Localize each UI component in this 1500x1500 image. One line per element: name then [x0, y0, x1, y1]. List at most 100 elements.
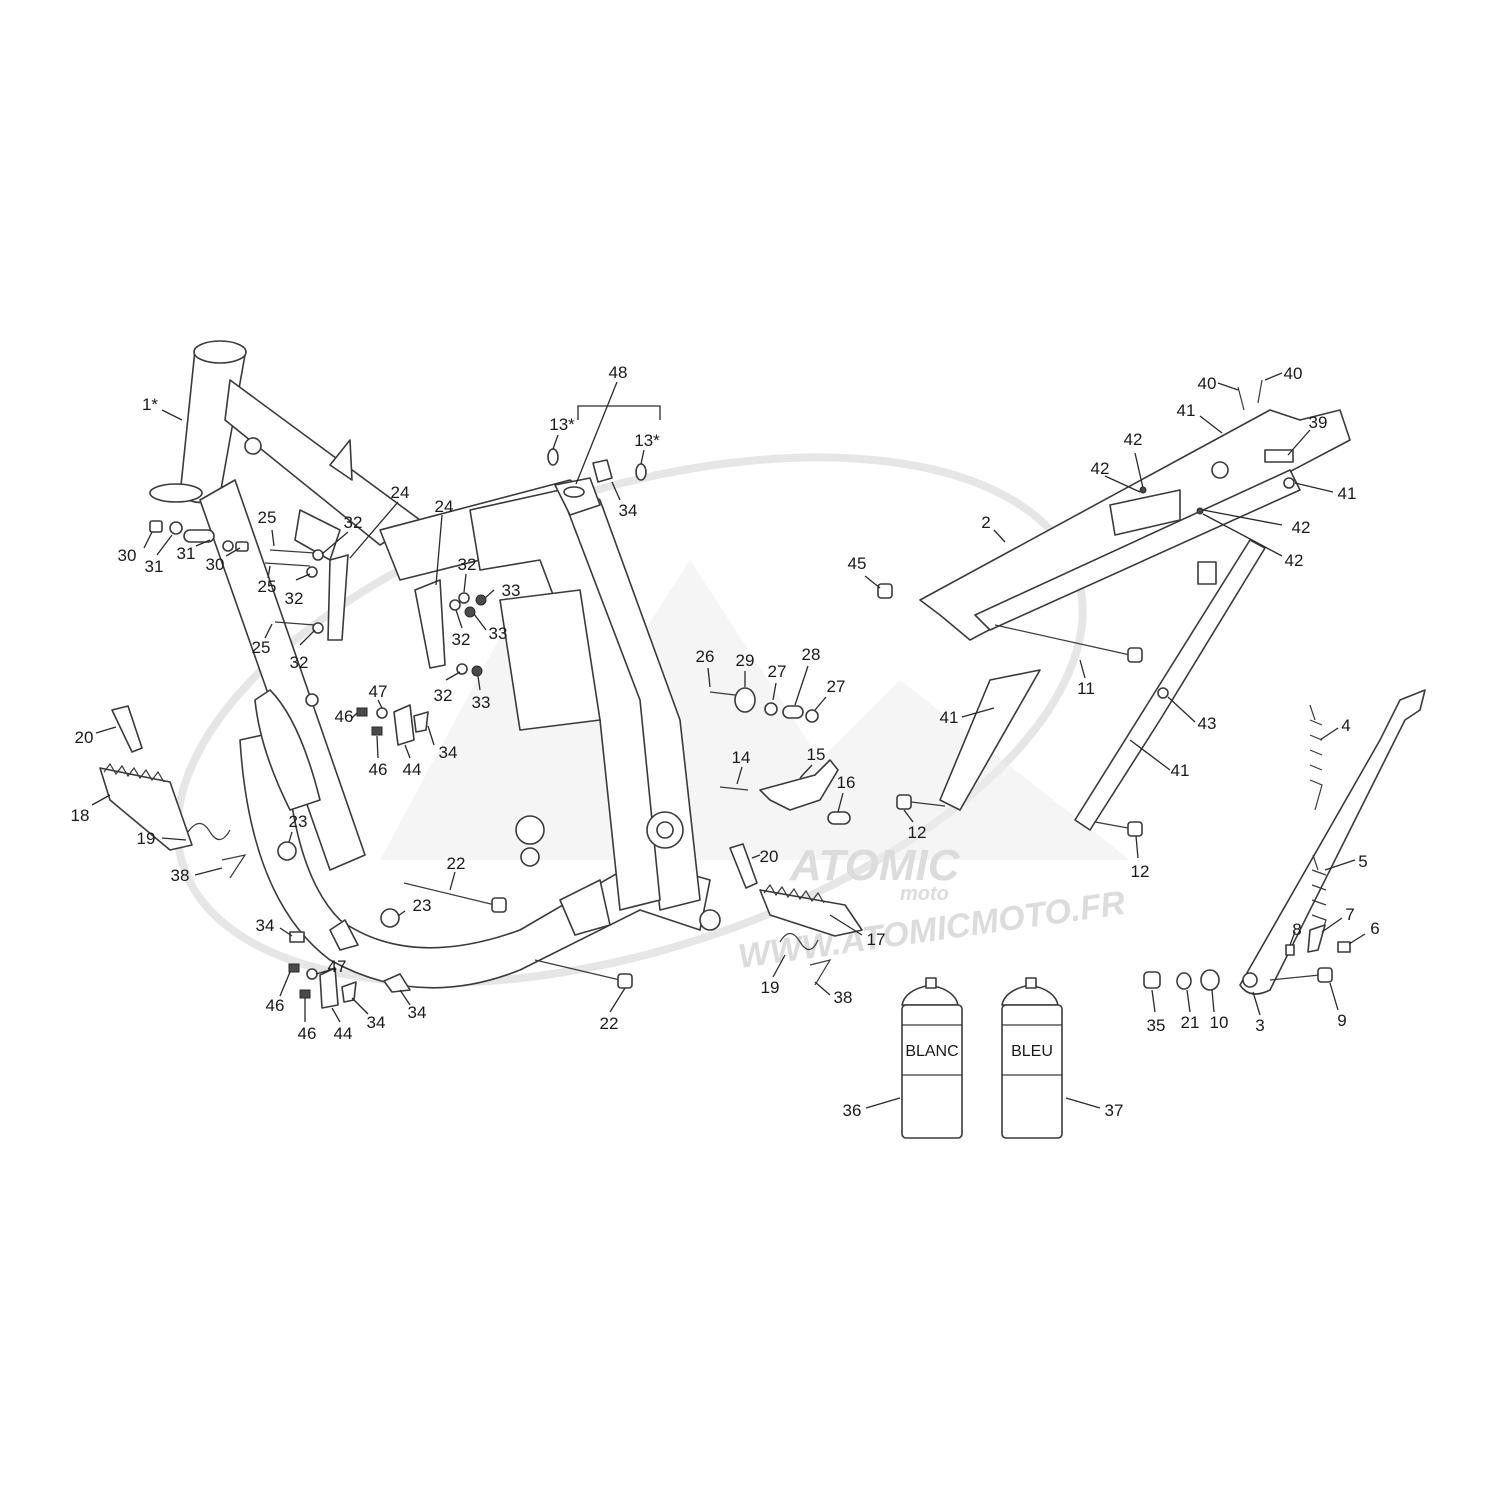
callout-21: 21 [1181, 1013, 1200, 1032]
leader-4 [1319, 727, 1339, 741]
callout-14: 14 [732, 748, 751, 767]
leader-32d [463, 573, 467, 593]
bracket-44-a [393, 704, 415, 746]
leader-22b [609, 987, 626, 1013]
frame-tab [329, 439, 353, 481]
callout-39: 39 [1309, 413, 1328, 432]
leader-41a [1199, 415, 1223, 434]
leader-21 [1186, 989, 1191, 1013]
callout-30-a: 30 [118, 546, 137, 565]
leader-18 [91, 794, 111, 806]
screw-6 [1337, 941, 1351, 953]
washer-32-e [458, 592, 470, 604]
callout-30-b: 30 [206, 555, 225, 574]
callout-33-c: 33 [472, 693, 491, 712]
plate-7 [1307, 924, 1326, 953]
leader-34e [399, 989, 411, 1006]
leader-23a [288, 831, 293, 843]
bolt-9 [1269, 974, 1321, 981]
bolt-26 [709, 691, 736, 696]
callout-29: 29 [736, 651, 755, 670]
callout-33-b: 33 [489, 624, 508, 643]
callout-32-f: 32 [434, 686, 453, 705]
callout-44-lower: 44 [334, 1024, 353, 1043]
leader-42d [1202, 513, 1283, 557]
callout-34-lower-mid: 34 [367, 1013, 386, 1032]
callout-42-a: 42 [1124, 430, 1143, 449]
callout-15: 15 [807, 745, 826, 764]
footpeg-18 [99, 767, 193, 851]
frame-rear-boss-hole [656, 821, 674, 839]
washer-31-left [169, 521, 183, 535]
bolt-30-left [149, 520, 163, 533]
leader-34b [427, 725, 435, 746]
frame-hole-b [305, 693, 319, 707]
callout-17: 17 [867, 930, 886, 949]
leader-19a [161, 837, 187, 841]
frame-gusset-left [254, 689, 321, 811]
leader-15 [799, 764, 813, 779]
callout-22-lower: 22 [600, 1014, 619, 1033]
callout-1: 1* [142, 395, 158, 414]
sidestand-group [1143, 689, 1426, 995]
callout-18: 18 [71, 806, 90, 825]
leader-31a [156, 534, 173, 556]
leader-25a [271, 529, 275, 547]
leader-17 [829, 914, 863, 936]
leader-33a [484, 589, 495, 599]
callout-26: 26 [696, 647, 715, 666]
callout-46-a: 46 [335, 707, 354, 726]
pin-8 [1285, 944, 1295, 956]
paint-can-blue: BLEU [1001, 977, 1063, 1139]
rivet-42-b [1196, 507, 1204, 515]
frame-hole-a [244, 437, 262, 455]
leader-42b [1104, 475, 1141, 493]
leader-11 [1079, 659, 1086, 679]
leader-1 [161, 409, 183, 421]
callout-28: 28 [802, 645, 821, 664]
spacer-28 [782, 705, 804, 719]
bolt-12-lower [1094, 821, 1129, 829]
leader-32b [295, 573, 311, 581]
engine-bracket-24-left [327, 554, 349, 641]
bushing-29 [734, 687, 756, 713]
washer-32-c [312, 622, 324, 634]
callout-34-upper: 34 [439, 743, 458, 762]
callout-3: 3 [1255, 1016, 1264, 1035]
callout-32-d: 32 [458, 555, 477, 574]
frame-top-spar [224, 379, 421, 546]
main-frame [149, 340, 721, 989]
subframe-crossmember [1109, 489, 1181, 536]
callout-35: 35 [1147, 1016, 1166, 1035]
callout-41-lower: 41 [1171, 761, 1190, 780]
engine-bracket-24-right [414, 579, 446, 669]
leader-9 [1329, 982, 1339, 1011]
bolt-12-lower-head [1127, 821, 1143, 837]
pin-16 [827, 811, 851, 825]
leader-48 [575, 381, 618, 485]
washer-13-left [547, 448, 559, 466]
leader-26 [707, 667, 711, 688]
callout-24-left: 24 [391, 483, 410, 502]
bolt-11 [994, 624, 1131, 656]
leader-3 [1252, 991, 1261, 1016]
steering-head-top [193, 340, 247, 364]
callout-47-lower: 47 [328, 957, 347, 976]
leader-36 [865, 1097, 901, 1109]
washer-47-b [306, 968, 318, 980]
callout-5: 5 [1358, 852, 1367, 871]
callout-22-upper: 22 [447, 854, 466, 873]
bolt-25-c [274, 621, 316, 626]
rivet-40-a [1237, 386, 1245, 411]
pin-38-left [221, 854, 247, 879]
callout-24-right: 24 [435, 497, 454, 516]
callout-38-left: 38 [171, 866, 190, 885]
callout-34-top: 34 [619, 501, 638, 520]
bracket-15 [759, 759, 839, 811]
bolt-14 [719, 786, 749, 791]
clip-34-top [592, 459, 613, 483]
leader-24b [435, 514, 443, 586]
rear-subframe [877, 379, 1351, 837]
rivet-43 [1157, 687, 1169, 699]
callout-8: 8 [1292, 920, 1301, 939]
